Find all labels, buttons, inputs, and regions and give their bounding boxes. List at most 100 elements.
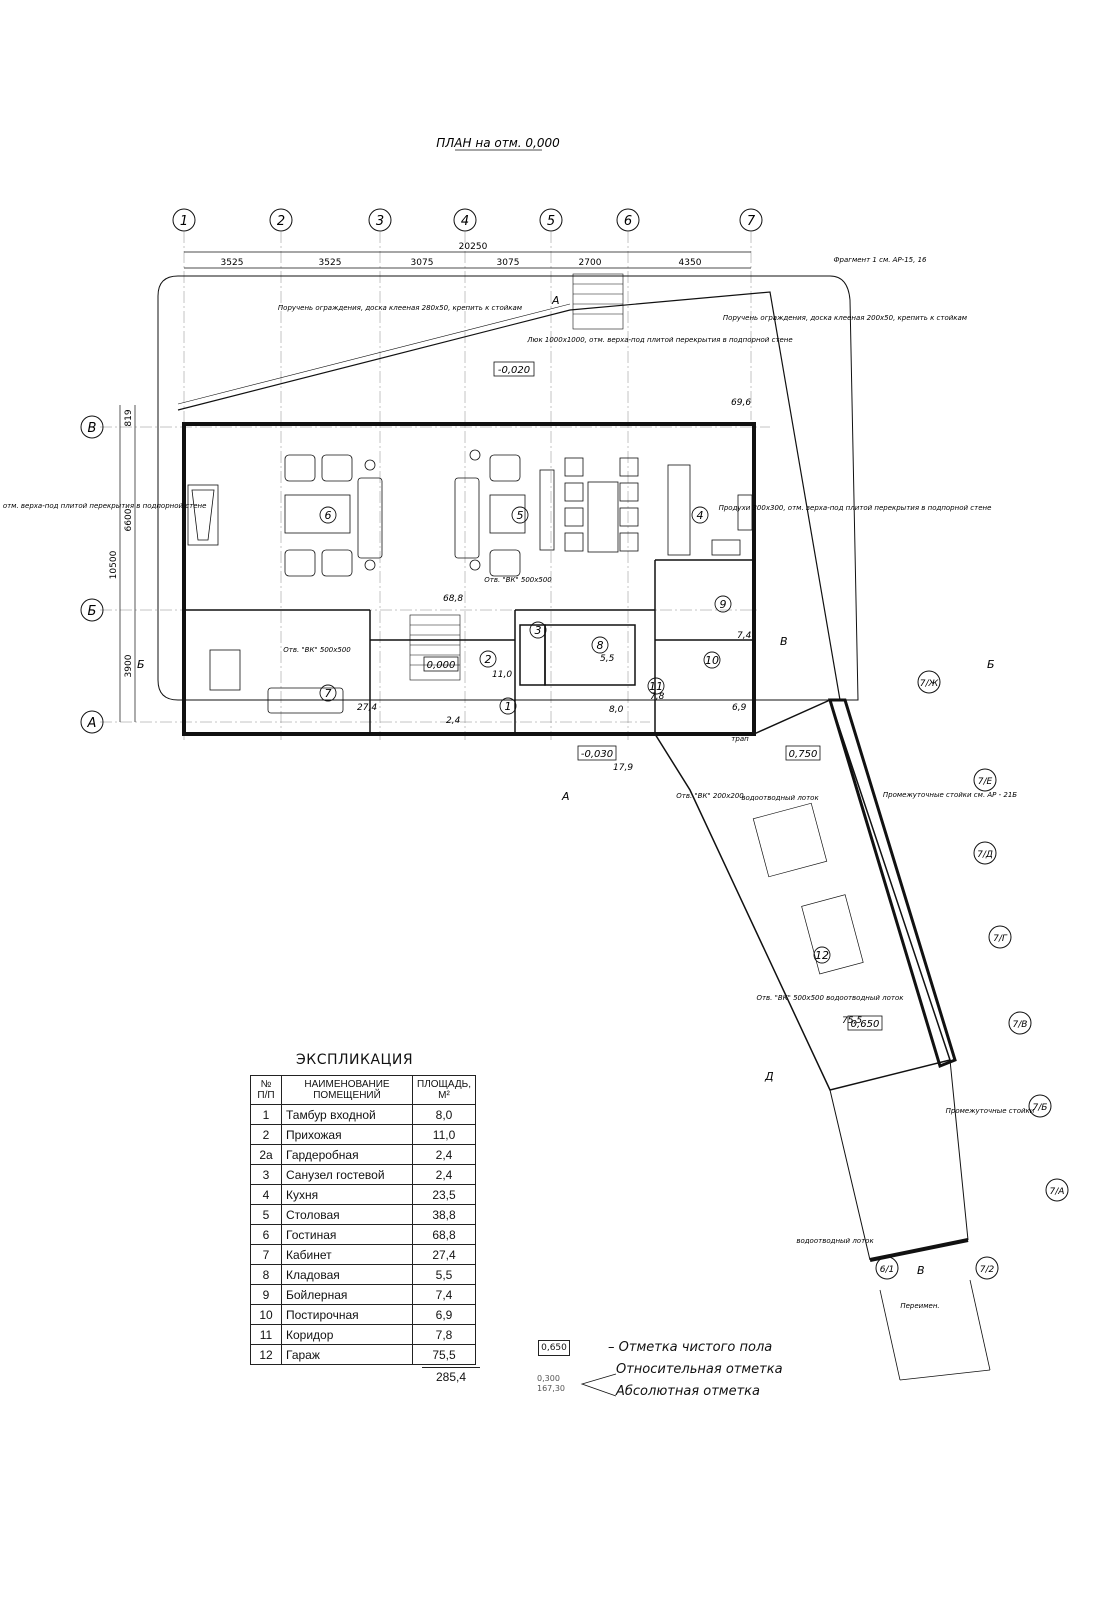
note: Поручень ограждения, доска клееная 200х5… [723, 314, 968, 322]
note: Поручень ограждения, доска клееная 280х5… [278, 304, 523, 312]
room-number: 3 [535, 624, 542, 637]
cell: 38,8 [411, 1204, 477, 1225]
axis-label-2: 2 [277, 214, 285, 229]
cell: 10 [250, 1304, 282, 1325]
garage-axis-label: 7/Е [978, 777, 993, 787]
svg-text:Б: Б [987, 658, 995, 671]
room-number: 10 [705, 654, 719, 667]
cell: 8 [250, 1264, 282, 1285]
cell: 11,0 [411, 1124, 477, 1145]
cell: 6 [250, 1224, 282, 1245]
cell: 2 [250, 1124, 282, 1145]
level-mark: -0,030 [581, 749, 613, 760]
furniture [187, 449, 753, 714]
header-area: ПЛОЩАДЬ, М² [411, 1075, 477, 1105]
room-number: 4 [697, 509, 704, 522]
room-area: 7,4 [737, 631, 752, 641]
cell: 5 [250, 1204, 282, 1225]
legend-rel-value: 0,300 [537, 1374, 560, 1383]
legend-arrow-icon [580, 1373, 617, 1397]
cell: 7 [250, 1244, 282, 1265]
cell: 5,5 [411, 1264, 477, 1285]
legend-clean-floor: – Отметка чистого пола [608, 1340, 773, 1355]
garage-axis-label: 7/А [1050, 1187, 1065, 1197]
cell: 7,8 [411, 1324, 477, 1345]
dim-overall: 20250 [459, 242, 488, 252]
cell: Кабинет [281, 1244, 413, 1265]
garage-axis-label: 7/Б [1033, 1103, 1048, 1113]
note: Отв. "ВК" 200х200 [676, 792, 744, 800]
cell: Гардеробная [281, 1144, 413, 1165]
header-name: НАИМЕНОВАНИЕ ПОМЕЩЕНИЙ [281, 1075, 413, 1105]
cell: 2,4 [411, 1144, 477, 1165]
room-area: 8,0 [609, 705, 624, 715]
garage-axis-label: 7/В [1013, 1020, 1028, 1030]
house-walls [182, 422, 756, 736]
svg-text:А: А [561, 790, 570, 803]
terrace-outline [157, 275, 859, 701]
dim-top: 3075 [497, 258, 520, 268]
note: Отв. "ВК" 500х500 [484, 576, 552, 584]
svg-text:Д: Д [764, 1070, 774, 1083]
note: Продухи 300х300, отм. верха-под плитой п… [0, 502, 206, 510]
axis-label-1: 1 [180, 214, 188, 229]
level-mark: 0,750 [789, 749, 818, 760]
cell: Прихожая [281, 1124, 413, 1145]
axis-label-5: 5 [547, 214, 555, 229]
note: Промежуточные стойки см. АР - 21Б [883, 791, 1017, 799]
legend-absolute: Абсолютная отметка [616, 1384, 760, 1399]
cell: Кладовая [281, 1264, 413, 1285]
note: Продухи 300х300, отм. верха-под плитой п… [719, 504, 992, 512]
svg-text:А: А [551, 294, 560, 307]
axis-label-6-1: 6/1 [880, 1265, 894, 1275]
note: Отв. "ВК" 500х500 [283, 646, 351, 654]
room-number: 7 [325, 687, 332, 700]
dim-top: 4350 [679, 258, 702, 268]
note: Отв. "ВК" 500х500 водоотводный лоток [756, 994, 904, 1002]
cell: Бойлерная [281, 1284, 413, 1305]
note: водоотводный лоток [741, 794, 819, 802]
cell: 75,5 [411, 1344, 477, 1365]
axis-label-3: 3 [376, 214, 384, 229]
cell: 11 [250, 1324, 282, 1345]
garage-axis-label: 7/Д [977, 850, 993, 860]
cell: Санузел гостевой [281, 1164, 413, 1185]
axis-label-7-2: 7/2 [980, 1265, 995, 1275]
cell: 3 [250, 1164, 282, 1185]
room-area: 69,6 [731, 398, 751, 408]
room-area: 75,5 [842, 1016, 862, 1026]
room-number: 2 [485, 653, 492, 666]
note: водоотводный лоток [796, 1237, 874, 1245]
axis-label-b: Б [88, 604, 97, 619]
explication-title: ЭКСПЛИКАЦИЯ [296, 1052, 414, 1068]
room-area: 68,8 [443, 594, 463, 604]
dim-left: 6600 [124, 508, 134, 531]
room-number: 5 [517, 509, 524, 522]
plan-title: ПЛАН на отм. 0,000 [436, 136, 560, 150]
level-mark: -0,020 [498, 365, 530, 376]
axis-label-a: А [87, 716, 97, 731]
cell: Столовая [281, 1204, 413, 1225]
note: Промежуточные стойки [946, 1107, 1035, 1115]
legend-abs-value: 167,30 [537, 1384, 565, 1393]
room-number: 8 [597, 639, 604, 652]
cell: Кухня [281, 1184, 413, 1205]
legend-relative: Относительная отметка [616, 1362, 783, 1377]
axis-label-4: 4 [461, 214, 469, 229]
cell: Гараж [281, 1344, 413, 1365]
svg-text:В: В [780, 635, 788, 648]
room-area: 5,5 [600, 654, 615, 664]
explication-total: 285,4 [422, 1367, 480, 1384]
cell: 1 [250, 1104, 282, 1125]
level-mark: 0,650 [851, 1019, 880, 1030]
cell: 68,8 [411, 1224, 477, 1245]
room-number: 1 [505, 700, 512, 713]
room-area: 2,4 [446, 716, 461, 726]
axis-label-6: 6 [624, 214, 632, 229]
